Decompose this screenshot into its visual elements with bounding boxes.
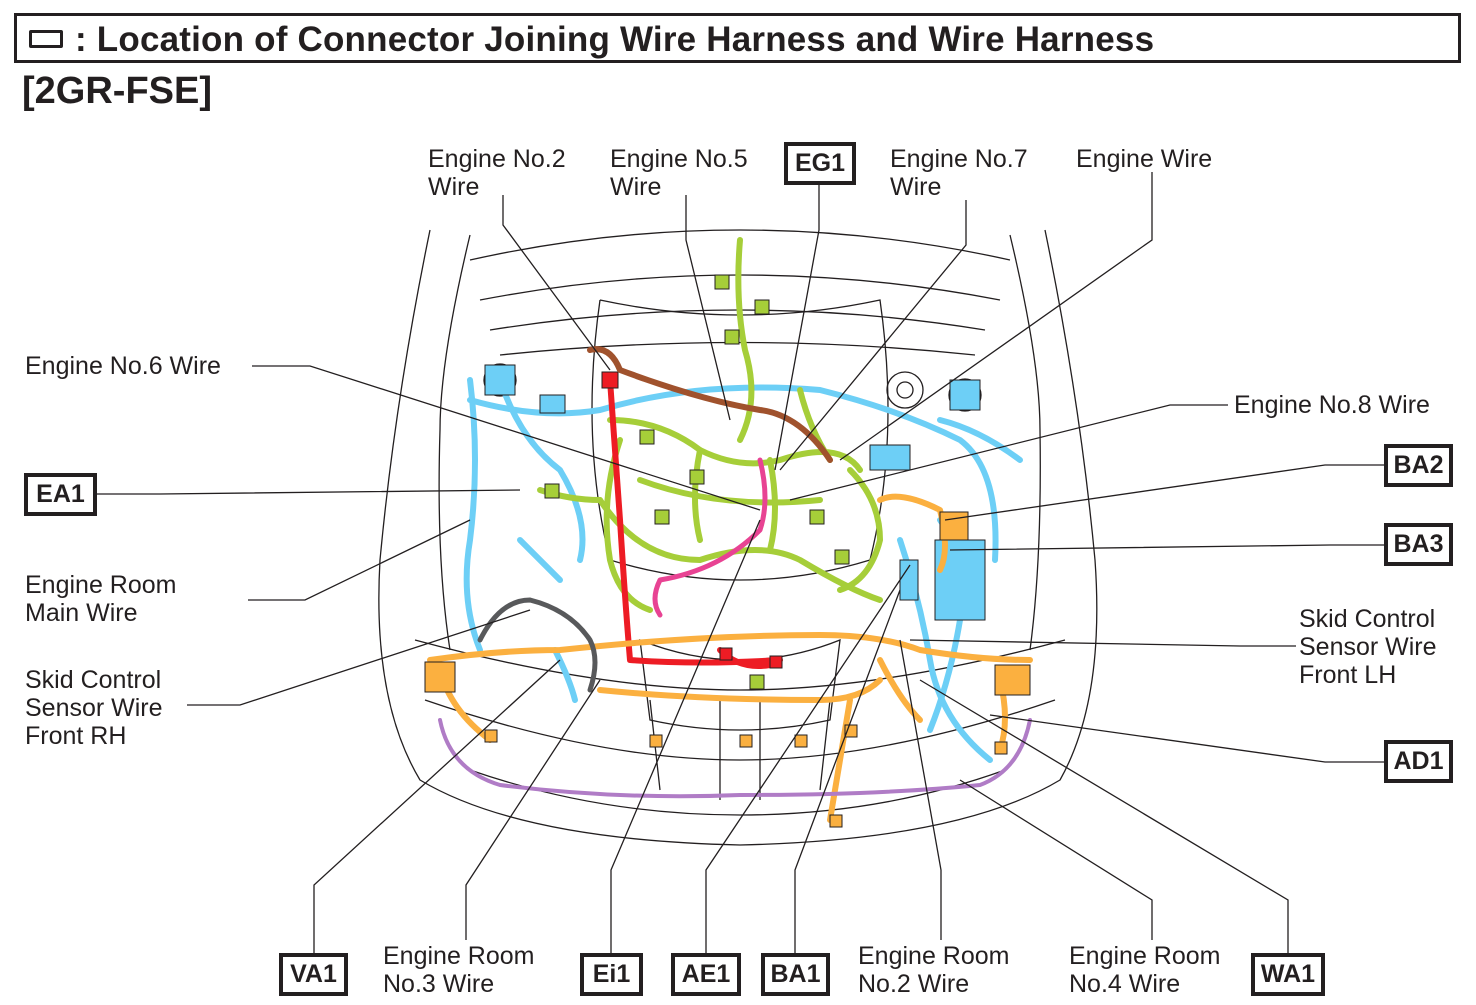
connector-ei1: Ei1: [580, 953, 643, 996]
leader-lines: [97, 172, 1384, 955]
connector-ba2: BA2: [1384, 444, 1453, 487]
purple-harness: [438, 718, 1032, 799]
label-engine-room-no3-wire: Engine Room No.3 Wire: [383, 942, 535, 998]
brown-harness: [587, 346, 833, 463]
connector-wa1: WA1: [1251, 953, 1325, 996]
label-engine-no7-wire: Engine No.7 Wire: [890, 145, 1028, 201]
connector-va1: VA1: [279, 953, 348, 996]
orange-connector-blocks: [424, 511, 1031, 828]
label-engine-room-no4-wire: Engine Room No.4 Wire: [1069, 942, 1221, 998]
green-connector-blocks: [544, 274, 850, 690]
connector-ba1: BA1: [761, 953, 830, 996]
connector-ea1: EA1: [24, 473, 97, 516]
engine-model-subtitle: [2GR-FSE]: [22, 70, 212, 112]
connector-ad1: AD1: [1384, 740, 1453, 783]
pink-harness: [652, 457, 768, 618]
label-skid-control-sensor-wire-front-lh: Skid Control Sensor Wire Front LH: [1299, 605, 1437, 689]
title-bar: : Location of Connector Joining Wire Har…: [14, 13, 1461, 63]
label-engine-no2-wire: Engine No.2 Wire: [428, 145, 566, 201]
page-title: : Location of Connector Joining Wire Har…: [75, 20, 1155, 59]
label-engine-room-main-wire: Engine Room Main Wire: [25, 571, 177, 627]
connector-ba3: BA3: [1384, 523, 1453, 566]
skid-sensor-wire-rh: [477, 597, 598, 693]
connector-eg1: EG1: [784, 142, 856, 185]
label-engine-no6-wire: Engine No.6 Wire: [25, 352, 221, 380]
connector-legend-icon: [29, 30, 63, 48]
red-connector-blocks: [601, 371, 783, 669]
connector-ae1: AE1: [671, 953, 741, 996]
green-harness: [537, 237, 883, 613]
label-engine-wire: Engine Wire: [1076, 145, 1213, 173]
label-engine-no8-wire: Engine No.8 Wire: [1234, 391, 1430, 419]
label-engine-no5-wire: Engine No.5 Wire: [610, 145, 748, 201]
label-skid-control-sensor-wire-front-rh: Skid Control Sensor Wire Front RH: [25, 666, 163, 750]
label-engine-room-no2-wire: Engine Room No.2 Wire: [858, 942, 1010, 998]
